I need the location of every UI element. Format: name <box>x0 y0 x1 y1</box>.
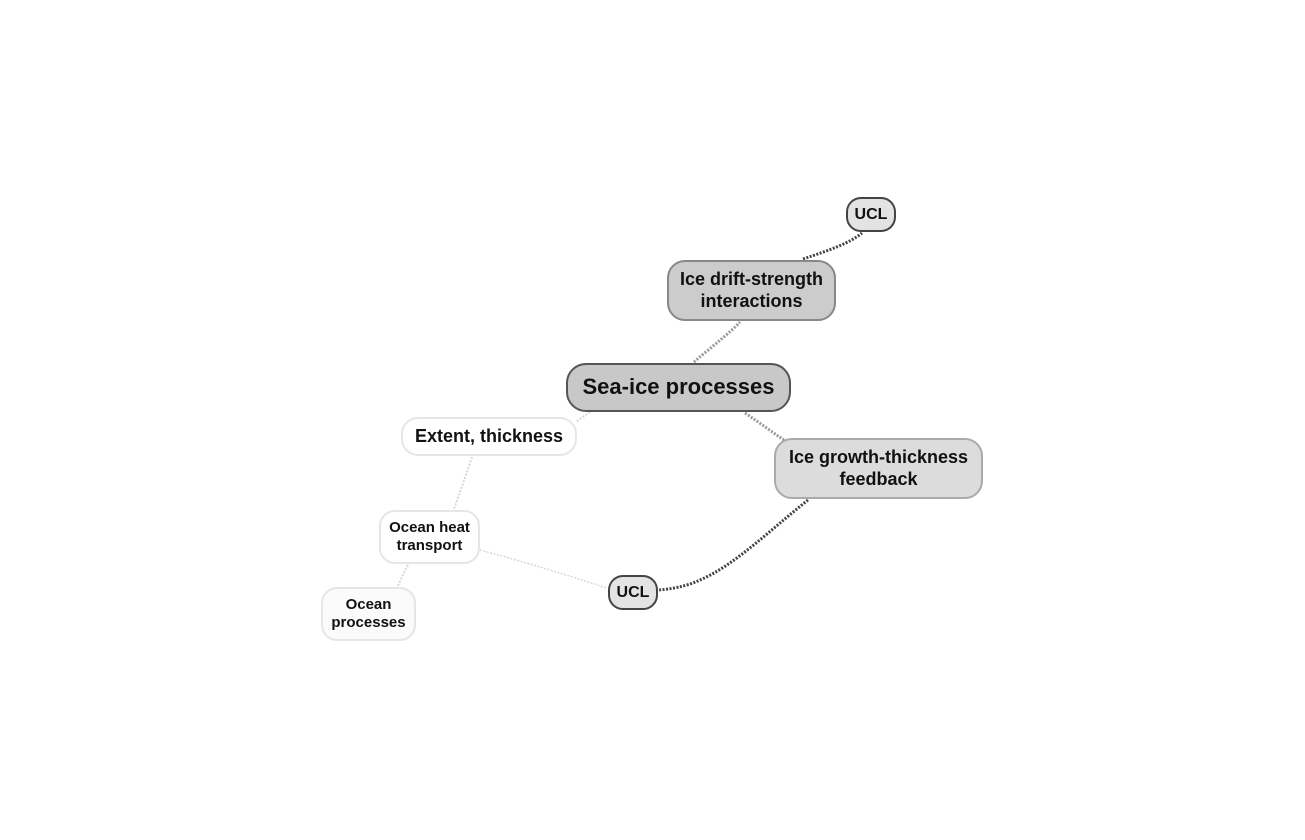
node-ocean-processes[interactable]: Ocean processes <box>321 587 416 641</box>
edge-root-growth <box>744 411 785 442</box>
node-ucl-bottom[interactable]: UCL <box>608 575 658 610</box>
edge-heat-ucl2 <box>479 549 608 589</box>
edge-growth-ucl2 <box>658 498 809 592</box>
edge-drift-ucl1 <box>802 231 863 261</box>
edge-root-drift <box>693 320 742 364</box>
node-ocean-heat-transport[interactable]: Ocean heat transport <box>379 510 480 564</box>
edge-extent-heat <box>453 456 473 510</box>
edge-heat-ocean <box>396 564 409 589</box>
node-ice-drift-strength[interactable]: Ice drift-strength interactions <box>667 260 836 321</box>
edge-root-extent <box>575 411 591 423</box>
node-extent-thickness[interactable]: Extent, thickness <box>401 417 577 456</box>
node-sea-ice-processes[interactable]: Sea-ice processes <box>566 363 791 412</box>
node-ucl-top[interactable]: UCL <box>846 197 896 232</box>
node-ice-growth-thickness[interactable]: Ice growth-thickness feedback <box>774 438 983 499</box>
